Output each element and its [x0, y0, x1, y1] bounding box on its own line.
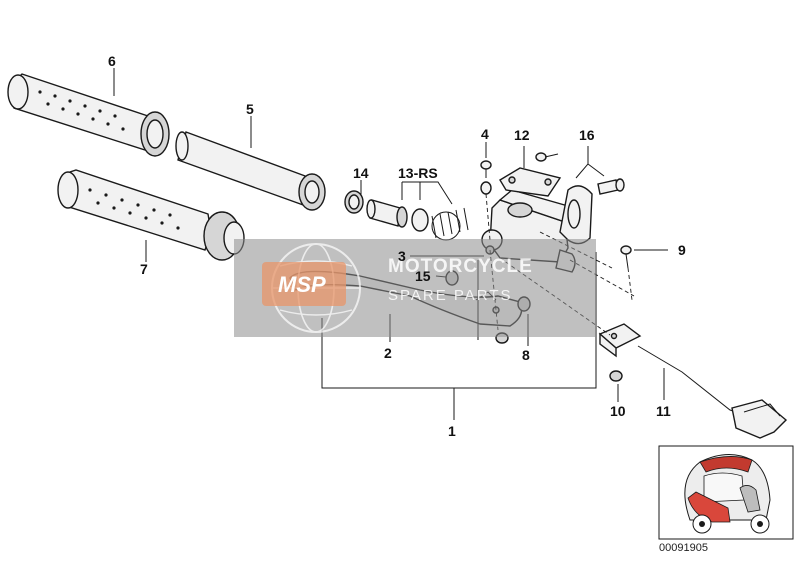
handlebar-clamp-16	[559, 185, 593, 245]
plug-4	[480, 181, 492, 195]
cap-14	[344, 190, 364, 214]
label-part-16: 16	[579, 127, 595, 143]
label-part-6: 6	[108, 53, 116, 69]
label-part-8: 8	[522, 347, 530, 363]
label-part-13-rs: 13-RS	[398, 165, 438, 181]
label-part-9: 9	[678, 242, 686, 258]
screw-9	[620, 245, 632, 269]
label-part-2: 2	[384, 345, 392, 361]
watermark-logo	[262, 262, 346, 306]
watermark-logo-text: MSP	[278, 272, 326, 297]
label-part-5: 5	[246, 101, 254, 117]
piston-kit-13-rs	[366, 199, 469, 241]
label-part-14: 14	[353, 165, 369, 181]
watermark-subtitle: SPARE PARTS	[388, 287, 513, 304]
label-part-15: 15	[415, 268, 431, 284]
brake-light-switch-10	[598, 323, 642, 382]
screw-12	[535, 152, 559, 162]
handlebar-grip-6	[7, 73, 170, 157]
label-part-10: 10	[610, 403, 626, 419]
handlebar-grip-7	[57, 169, 245, 261]
watermark-brand: MOTORCYCLE	[388, 256, 533, 277]
label-part-1: 1	[448, 423, 456, 439]
label-part-7: 7	[140, 261, 148, 277]
label-part-12: 12	[514, 127, 530, 143]
screw-4	[480, 160, 492, 178]
vehicle-thumbnail: 00091905	[658, 445, 794, 554]
label-part-3: 3	[398, 248, 406, 264]
scooter-illustration	[684, 454, 771, 534]
screw-16	[597, 178, 625, 195]
label-part-4: 4	[481, 126, 489, 142]
reference-number: 00091905	[659, 542, 708, 554]
throttle-tube-5	[175, 131, 326, 211]
watermark: MSP MOTORCYCLE SPARE PARTS	[234, 239, 596, 337]
reservoir-cover-12	[499, 167, 562, 197]
label-part-11: 11	[656, 403, 671, 419]
switch-cable-11	[637, 345, 788, 439]
